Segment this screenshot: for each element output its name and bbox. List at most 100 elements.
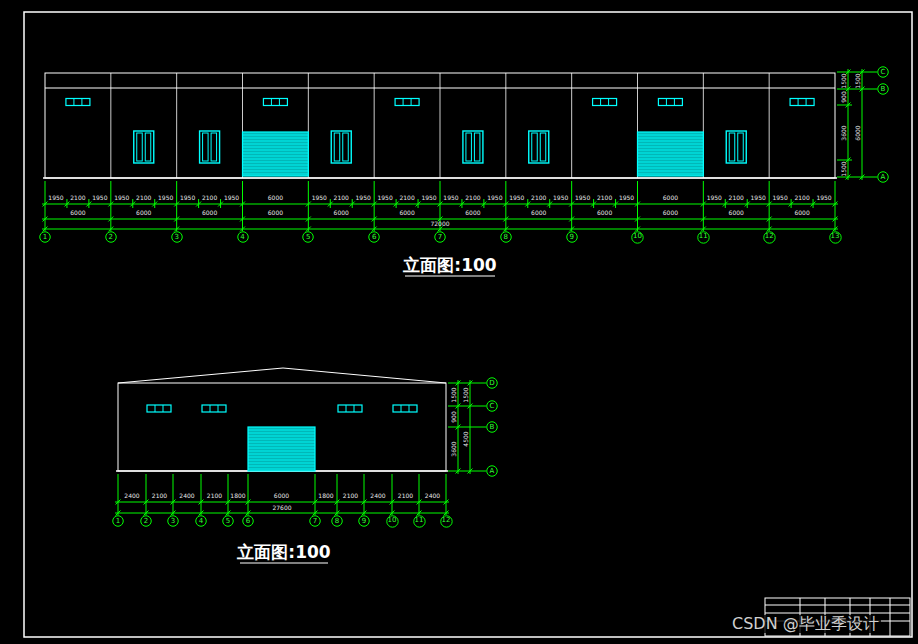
dimension-tick xyxy=(218,202,223,207)
dimension-text: 1950 xyxy=(772,195,787,201)
axis-circle-outline xyxy=(566,232,577,243)
dimension-tick xyxy=(459,202,464,207)
dimension-tick xyxy=(108,202,113,207)
dimension-text: 1950 xyxy=(619,195,634,201)
dimension-tick xyxy=(350,202,355,207)
door-window xyxy=(331,131,351,163)
dimension-tick xyxy=(226,500,231,505)
window-mullion xyxy=(210,405,211,412)
window-mullion xyxy=(354,405,355,412)
high-window xyxy=(393,405,417,412)
bay-line xyxy=(176,73,177,178)
dimension-text: 6000 xyxy=(597,210,612,216)
dimension-text: 1950 xyxy=(180,195,195,201)
axis-bubble: 3 xyxy=(171,231,183,243)
dimension-tick xyxy=(394,202,399,207)
dimension-text: 3600 xyxy=(841,125,847,140)
dimension-text: 2100 xyxy=(152,493,167,499)
axis-circle-outline xyxy=(487,422,498,433)
dimension-text: 1950 xyxy=(421,195,436,201)
extension-line xyxy=(835,181,836,231)
dimension-tick xyxy=(456,404,461,409)
dimension-text: 6000 xyxy=(855,125,861,140)
dimension-tick xyxy=(468,404,473,409)
window-mullion xyxy=(403,99,404,106)
high-window xyxy=(66,99,90,106)
axis-circle-outline xyxy=(359,516,370,527)
dimension-tick xyxy=(390,511,395,516)
dimension-tick xyxy=(306,227,311,232)
axis-circle-outline xyxy=(243,516,254,527)
rolling-door-slat xyxy=(638,156,704,157)
high-window xyxy=(790,99,814,106)
axis-bubble: 10 xyxy=(631,231,644,244)
dimension-text: 6000 xyxy=(465,210,480,216)
axis-number: 8 xyxy=(335,518,339,525)
axis-bubble: 12 xyxy=(763,231,776,244)
dimension-text: 4500 xyxy=(463,431,469,446)
extension-line xyxy=(419,474,420,515)
high-window xyxy=(395,99,419,106)
rolling-door-slat xyxy=(243,159,309,160)
dimension-tick xyxy=(635,217,640,222)
rolling-door-slat xyxy=(248,460,315,461)
dimension-text: 1950 xyxy=(487,195,502,201)
dimension-tick xyxy=(171,500,176,505)
rolling-door-slat xyxy=(243,171,309,172)
dimension-text: 6000 xyxy=(274,493,289,499)
rolling-door xyxy=(248,427,315,471)
dimension-tick xyxy=(701,227,706,232)
dimension-text: 6000 xyxy=(136,210,151,216)
door-pane xyxy=(137,133,143,161)
rolling-door-slat xyxy=(638,153,704,154)
dimension-tick xyxy=(635,227,640,232)
door-window xyxy=(726,131,746,163)
dimension-tick xyxy=(390,500,395,505)
axis-bubble: B xyxy=(877,83,889,95)
door-pane xyxy=(334,133,340,161)
rolling-door-slat xyxy=(243,135,309,136)
rolling-door-slat xyxy=(243,162,309,163)
dimension-tick xyxy=(767,227,772,232)
axis-bubble: 9 xyxy=(566,231,578,243)
dimension-tick xyxy=(226,511,231,516)
window-mullion xyxy=(155,405,156,412)
dimension-text: 6000 xyxy=(268,195,283,201)
axis-number: 13 xyxy=(831,233,840,240)
axis-circle-outline xyxy=(878,172,889,183)
axis-circle-outline xyxy=(40,232,51,243)
door-pane xyxy=(145,133,151,161)
dimension-tick xyxy=(306,217,311,222)
dimension-text: 6000 xyxy=(399,210,414,216)
axis-number: C xyxy=(490,403,495,410)
dimension-text: 1950 xyxy=(707,195,722,201)
dimension-tick xyxy=(833,227,838,232)
dimension-text: 1950 xyxy=(114,195,129,201)
dimension-text: 1950 xyxy=(751,195,766,201)
axis-circle-outline xyxy=(829,231,840,242)
title-underline xyxy=(240,562,328,563)
dimension-text: 6000 xyxy=(268,210,283,216)
dimension-line xyxy=(115,502,449,503)
extension-line xyxy=(315,474,316,515)
extension-line xyxy=(374,181,375,231)
rolling-door-slat xyxy=(243,144,309,145)
axis-number: B xyxy=(490,424,495,431)
title-block-line xyxy=(890,598,891,636)
extension-line xyxy=(637,181,638,231)
dimension-tick xyxy=(417,511,422,516)
axis-circle-outline xyxy=(113,516,124,527)
dimension-text: 2100 xyxy=(202,195,217,201)
extension-line xyxy=(837,105,852,106)
dimension-total: 72000 xyxy=(430,221,449,227)
dimension-line xyxy=(115,513,449,514)
dimension-text: 1950 xyxy=(356,195,371,201)
rolling-door-slat xyxy=(638,165,704,166)
dimension-tick xyxy=(306,202,311,207)
dimension-tick xyxy=(444,511,449,516)
dimension-tick xyxy=(144,511,149,516)
axis-bubble: 5 xyxy=(222,515,234,527)
dimension-tick xyxy=(833,217,838,222)
dimension-text: 6000 xyxy=(663,210,678,216)
dimension-text: 900 xyxy=(840,91,846,102)
